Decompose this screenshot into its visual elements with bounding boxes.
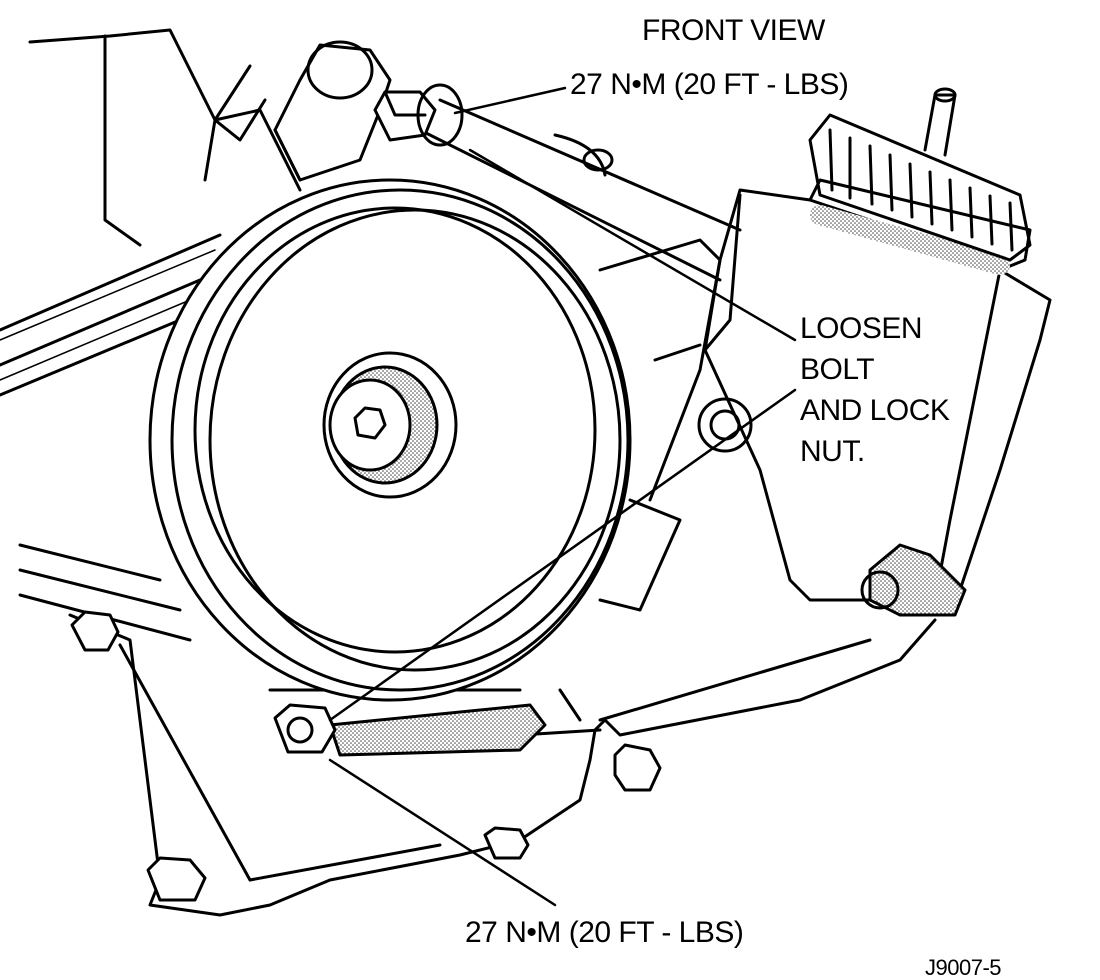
leader-lines <box>328 86 797 907</box>
leader-torque-top <box>453 86 567 115</box>
view-title: FRONT VIEW <box>642 14 825 47</box>
pump-reservoir <box>697 87 1052 617</box>
pump-pulley <box>148 178 632 702</box>
engine-block-outline <box>28 28 302 247</box>
lower-adjuster-bolt <box>273 703 337 754</box>
pressure-hose <box>418 98 742 282</box>
leader-loosen-bolt-top <box>468 148 797 342</box>
leader-torque-bottom <box>328 758 557 907</box>
leader-loosen-nut-bottom <box>328 388 797 722</box>
loosen-line-1: LOOSEN <box>800 312 923 345</box>
bracket-bolts <box>70 610 662 902</box>
drive-belt <box>0 233 222 642</box>
loosen-line-4: NUT. <box>800 435 865 468</box>
loosen-line-2: BOLT <box>800 353 875 386</box>
adjuster-slot <box>328 703 547 757</box>
torque-callout-bottom: 27 N•M (20 FT - LBS) <box>465 916 744 949</box>
pump-housing <box>598 238 722 612</box>
loosen-line-3: AND LOCK <box>800 394 950 427</box>
figure-code: J9007-5 <box>925 955 1002 980</box>
upper-adjuster-bolt <box>373 83 464 147</box>
torque-callout-top: 27 N•M (20 FT - LBS) <box>570 68 849 101</box>
loosen-instruction-callout: LOOSEN BOLT AND LOCK NUT. <box>800 308 950 472</box>
upper-adjuster-bracket <box>273 40 392 182</box>
